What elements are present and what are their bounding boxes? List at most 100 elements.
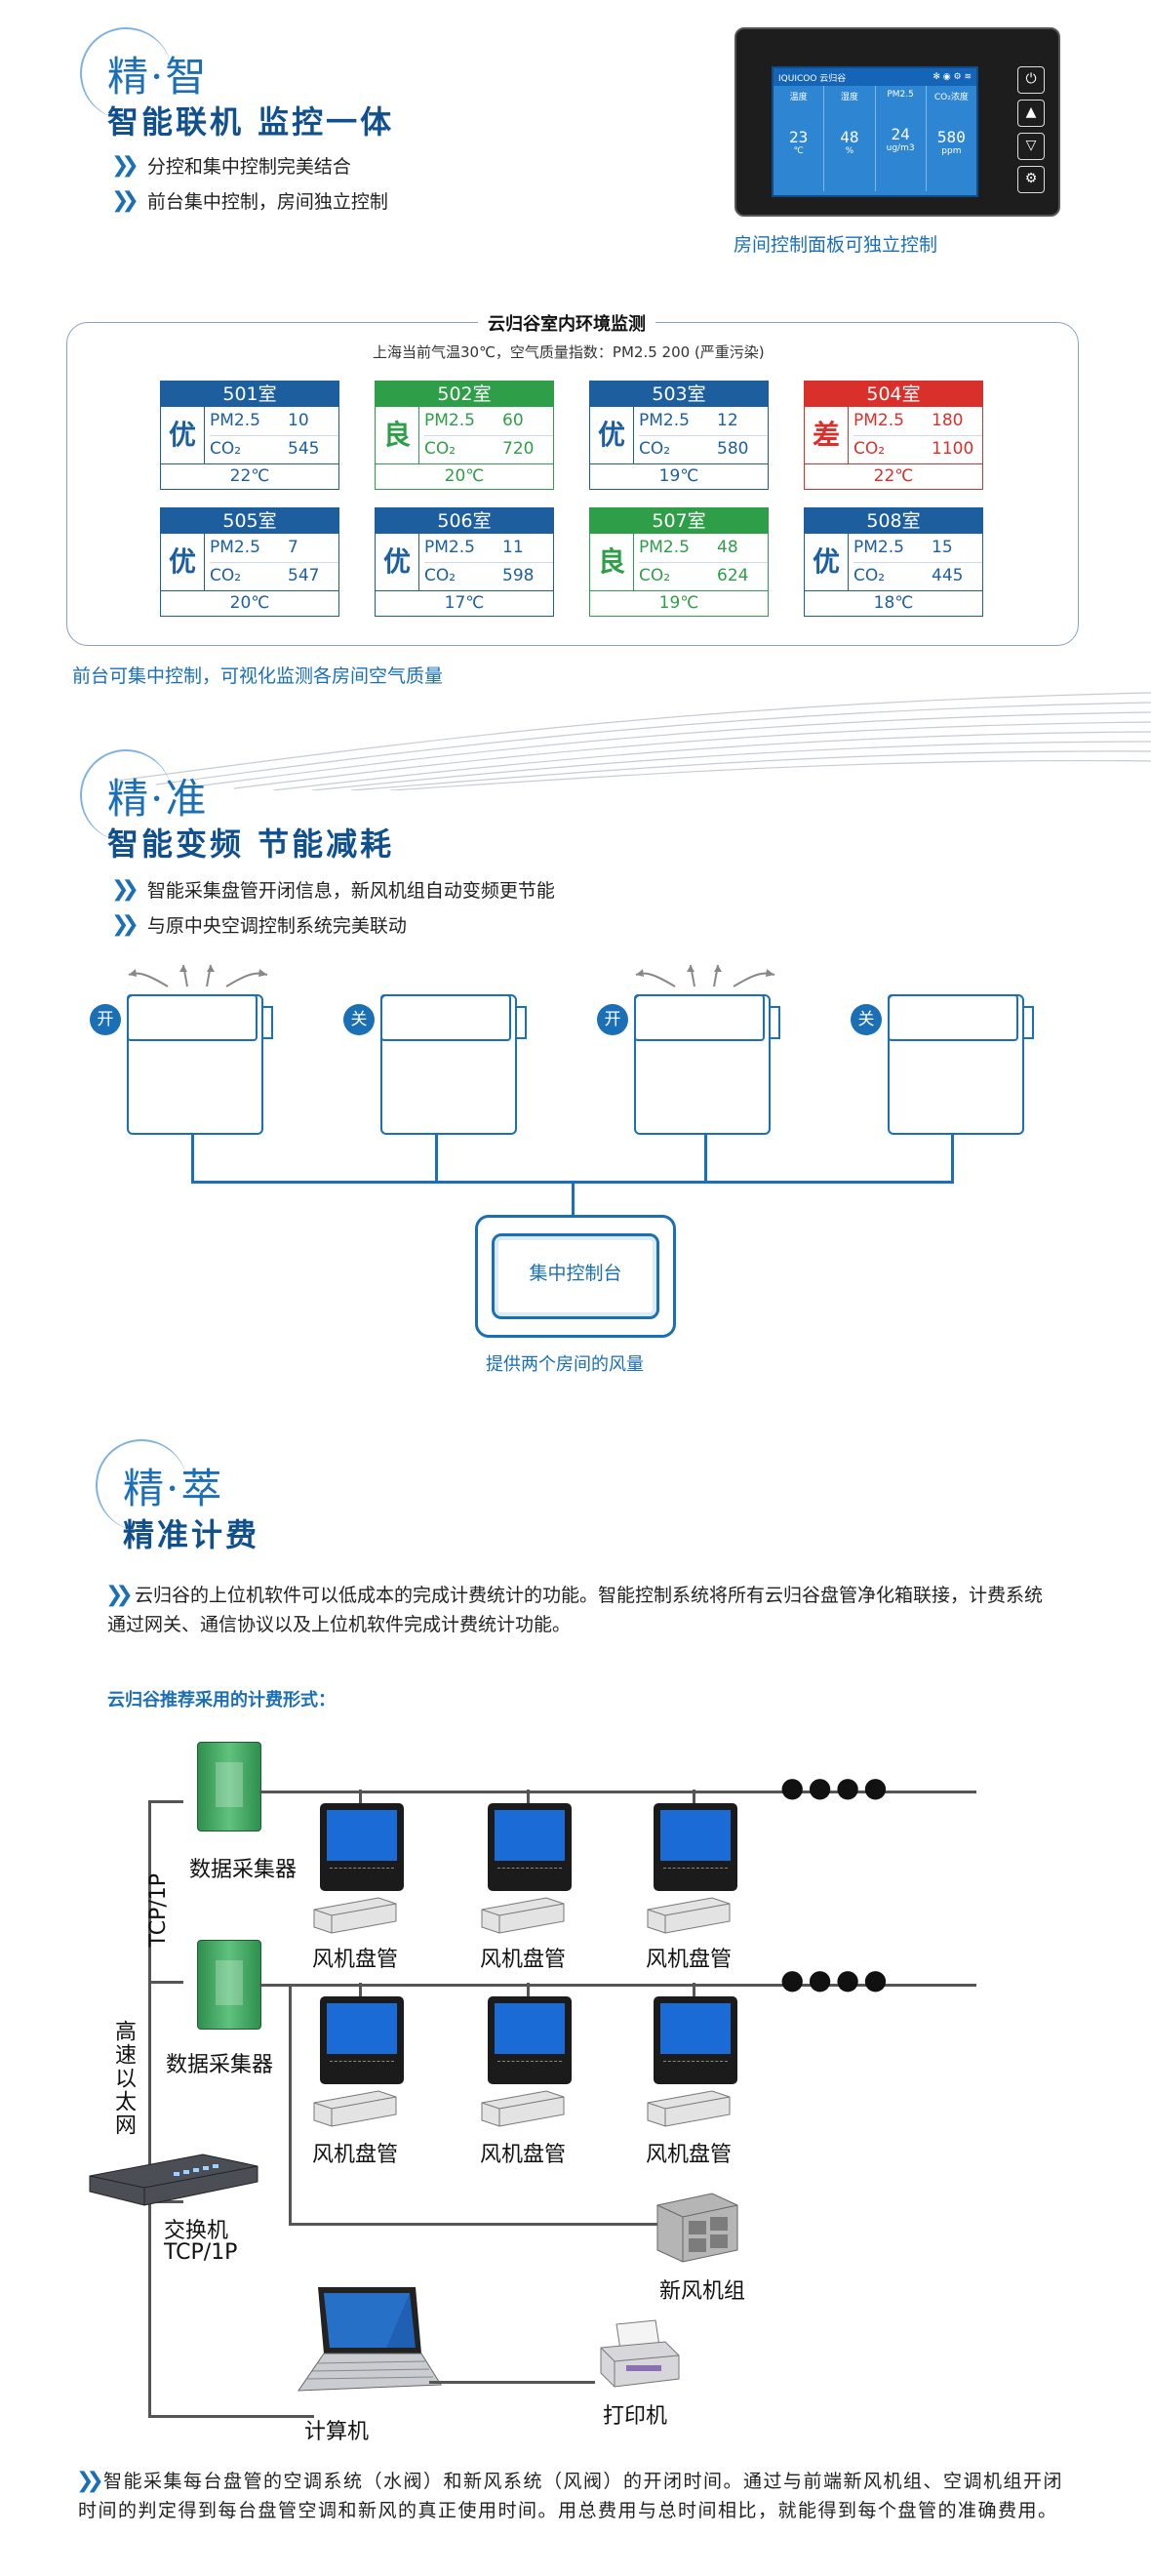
thermostat-buttons [663, 1868, 728, 1874]
drop-line [435, 1134, 438, 1183]
thermostat-panel [320, 1803, 404, 1891]
data-collector-device [197, 1940, 261, 2030]
drop-line [527, 1790, 530, 1803]
unit-state-badge[interactable]: 开 [90, 1004, 121, 1035]
pm25-value: 10 [288, 411, 309, 430]
room-name: 502室 [376, 382, 553, 407]
co2-label: CO₂ [639, 566, 671, 585]
tcp-label: TCP/1P [146, 1873, 171, 1948]
pm25-label: PM2.5 [210, 411, 260, 430]
drop-line [951, 1134, 954, 1183]
thermostat-screen [660, 1810, 731, 1861]
thermostat-panel [488, 1803, 572, 1891]
unit-state-badge[interactable]: 关 [343, 1004, 375, 1035]
airflow-arrows-icon [128, 964, 268, 987]
equipment-label: 风机盘管 [312, 1948, 399, 1972]
chevron-icon: ❯❯ [105, 1583, 134, 1607]
billing-intro-text: 云归谷的上位机软件可以低成本的完成计费统计的功能。智能控制系统将所有云归谷盘管净… [107, 1585, 1044, 1635]
bus-line [191, 1181, 954, 1184]
thermostat-screen [327, 1810, 397, 1861]
bullet-text: 分控和集中控制完美结合 [146, 156, 351, 178]
central-console[interactable]: 集中控制台 [475, 1215, 676, 1338]
equipment-label: 风机盘管 [646, 2143, 733, 2167]
recommend-heading: 云归谷推荐采用的计费形式： [107, 1690, 336, 1711]
co2-label: CO₂ [853, 566, 886, 585]
section1-bullet: ❯❯分控和集中控制完美结合 [111, 152, 351, 179]
bus-line [259, 1791, 976, 1793]
thermostat-buttons [497, 2061, 562, 2068]
co2-label: CO₂ [853, 439, 886, 459]
pm25-label: PM2.5 [639, 411, 690, 430]
set-button[interactable]: ⚙ [1017, 166, 1045, 193]
pm25-value: 11 [502, 538, 524, 557]
fresh-air-unit-icon [656, 2193, 738, 2263]
unit-state-badge[interactable]: 关 [851, 1004, 882, 1035]
section2-bullet: ❯❯智能采集盘管开闭信息，新风机组自动变频更节能 [111, 876, 555, 903]
room-grade: 良 [376, 407, 419, 463]
room-temperature: 22℃ [805, 463, 982, 489]
room-grade: 差 [805, 407, 849, 463]
panel-caption: 房间控制面板可独立控制 [734, 234, 938, 256]
equipment-label: 风机盘管 [312, 2143, 399, 2167]
room-temperature: 19℃ [590, 590, 768, 616]
unit-state-badge[interactable]: 开 [597, 1004, 628, 1035]
room-grade: 优 [590, 407, 634, 463]
laptop-icon [298, 2287, 442, 2392]
pm25-value: 12 [717, 411, 738, 430]
section3-title: 精准计费 [123, 1516, 260, 1553]
co2-label: CO₂ [424, 439, 456, 459]
fan-coil-icon [313, 1897, 397, 1934]
unit-handle [1022, 1006, 1034, 1039]
heading-arc-decoration [96, 1439, 187, 1531]
unit-body [888, 994, 1024, 1135]
drop-line [693, 1790, 695, 1803]
down-button[interactable]: ▽ [1017, 133, 1045, 160]
chevron-icon: ❯❯ [111, 188, 139, 213]
unit-body [127, 994, 263, 1135]
section1-title: 智能联机 监控一体 [107, 103, 395, 141]
co2-label: CO₂ [639, 439, 671, 459]
printer-line [429, 2381, 595, 2384]
thermostat-screen [327, 2003, 397, 2054]
data-collector-device [197, 1742, 261, 1831]
monitor-caption: 前台可集中控制，可视化监测各房间空气质量 [72, 665, 444, 687]
pm25-value: 15 [932, 538, 953, 557]
pm25-value: 48 [717, 538, 738, 557]
chevron-icon: ❯❯ [111, 877, 139, 902]
billing-intro: ❯❯ 云归谷的上位机软件可以低成本的完成计费统计的功能。智能控制系统将所有云归谷… [105, 1581, 1044, 1639]
room-name: 506室 [376, 508, 553, 534]
network-branch [148, 2200, 183, 2203]
monitor-subtitle: 上海当前气温30℃，空气质量指数：PM2.5 200 (严重污染) [373, 343, 765, 361]
room-temperature: 18℃ [805, 590, 982, 616]
room-grade: 优 [376, 534, 419, 590]
room-temperature: 20℃ [376, 463, 553, 489]
network-branch [148, 1800, 183, 1803]
drop-line [704, 1134, 707, 1183]
unit-handle [769, 1006, 780, 1039]
cell-label: CO₂浓度 [933, 93, 969, 102]
power-button[interactable]: ⏻ [1017, 66, 1045, 94]
thermostat-buttons [330, 1868, 394, 1874]
up-button[interactable]: ▲ [1017, 100, 1045, 127]
pm25-label: PM2.5 [424, 538, 475, 557]
billing-summary-text: 智能采集每台盘管的空调系统（水阀）和新风系统（风阀）的开闭时间。通过与前端新风机… [78, 2471, 1064, 2521]
fan-coil-icon [481, 2090, 565, 2127]
cell-label: 温度 [789, 93, 808, 102]
